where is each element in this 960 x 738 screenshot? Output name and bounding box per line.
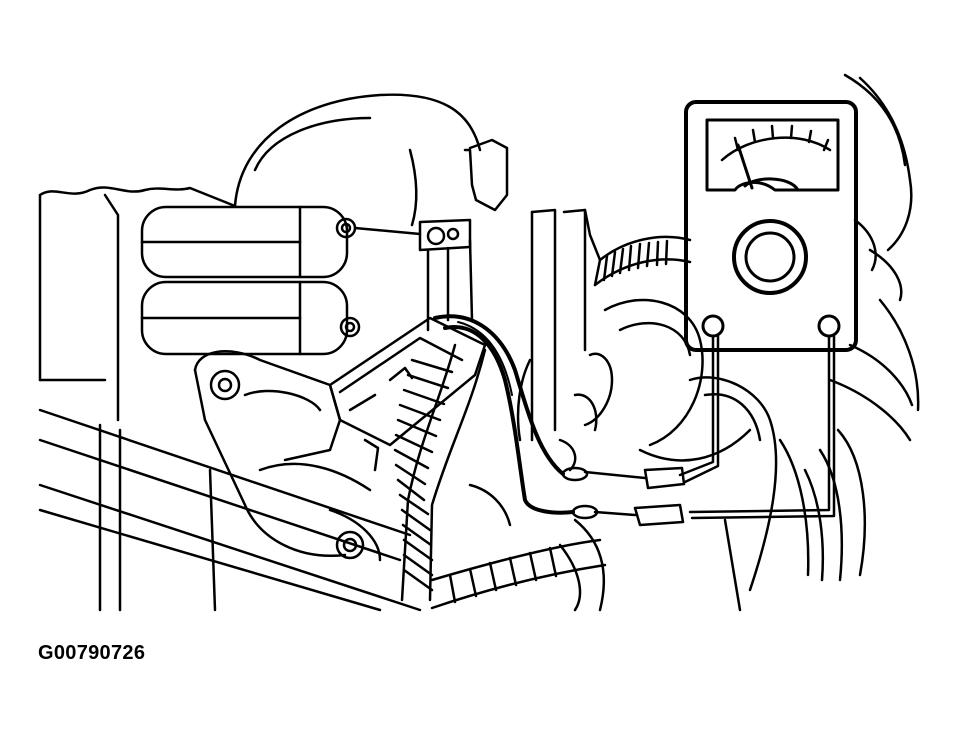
wire-harness [393,343,607,612]
misc-details [558,352,614,472]
test-probe-icon [433,314,836,527]
figure-id-label: G00790726 [38,642,146,664]
sensor-bracket [418,218,474,332]
analog-multimeter-icon [684,100,858,352]
left-coil-pack [140,205,422,356]
engine-background [38,73,920,612]
electrical-connector-icon [328,316,487,472]
